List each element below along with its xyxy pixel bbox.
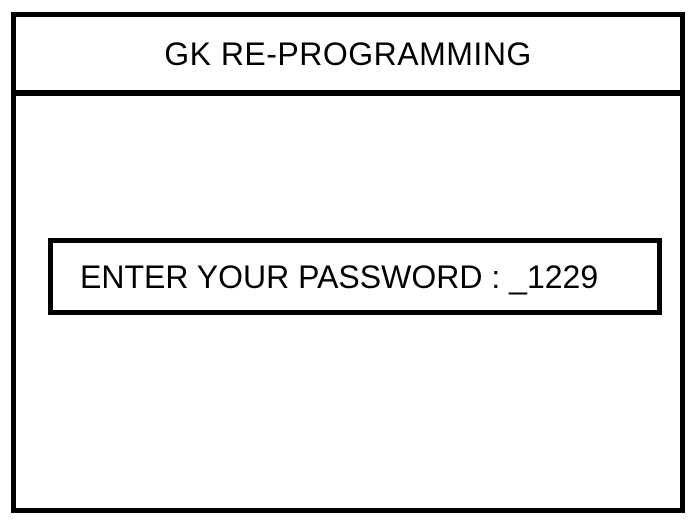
password-input[interactable]: ENTER YOUR PASSWORD : _1229: [48, 238, 662, 315]
title-bar: GK RE-PROGRAMMING: [16, 17, 680, 96]
page-title: GK RE-PROGRAMMING: [164, 35, 532, 72]
content-area: ENTER YOUR PASSWORD : _1229: [16, 96, 680, 508]
password-entry: _1229: [509, 258, 599, 295]
password-label: ENTER YOUR PASSWORD :: [80, 258, 501, 295]
reprogramming-screen-frame: GK RE-PROGRAMMING ENTER YOUR PASSWORD : …: [11, 12, 685, 513]
